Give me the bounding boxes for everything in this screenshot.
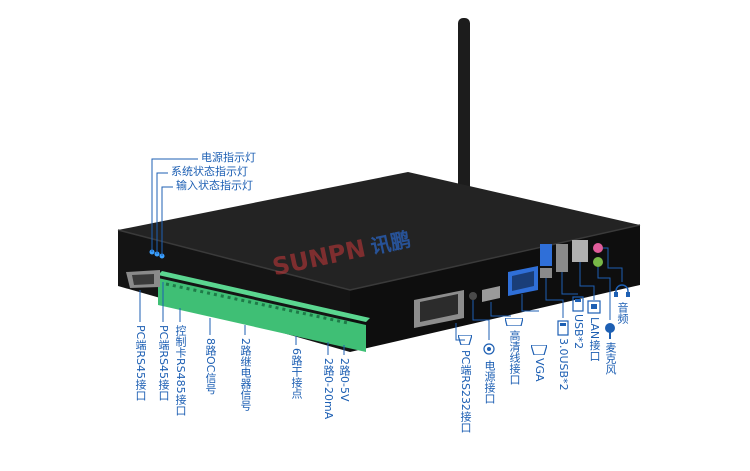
- serial-port-icon: [458, 335, 472, 345]
- left-serial-port: [126, 270, 160, 288]
- callout-vga: VGA: [533, 358, 546, 382]
- usb-icon: [572, 296, 584, 312]
- callout-input-led: 输入状态指示灯: [176, 179, 253, 192]
- callout-6-dry: 6路干接点: [290, 348, 303, 399]
- callout-power-led: 电源指示灯: [201, 151, 256, 164]
- lan-icon: [587, 300, 601, 314]
- callout-2-ma: 2路0-20mA: [322, 358, 335, 420]
- callout-power-jack: 电源接口: [483, 360, 496, 404]
- vga-icon: [531, 345, 547, 355]
- callout-usb3: 3.0USB*2: [557, 338, 570, 391]
- callout-control-rs485: 控制卡RS485接口: [174, 325, 187, 416]
- callout-hdmi: 高清线接口: [508, 330, 521, 385]
- callout-system-led: 系统状态指示灯: [171, 165, 248, 178]
- callout-pc-rs45-2: PC端RS45接口: [157, 325, 170, 401]
- hdmi-icon: [505, 318, 523, 326]
- callout-pc-rs232: PC端RS232接口: [459, 350, 472, 433]
- callout-pc-rs45-1: PC端RS45接口: [134, 325, 147, 401]
- device-top: [118, 172, 640, 290]
- callout-2-relay: 2路继电器信号: [239, 338, 252, 411]
- callout-lan: LAN接口: [588, 317, 601, 362]
- microphone-icon: [605, 323, 615, 339]
- terminal-block: [158, 271, 370, 352]
- callout-2-v: 2路0-5V: [338, 358, 351, 402]
- usb-icon: [557, 320, 569, 336]
- headphone-icon: [614, 284, 630, 297]
- power-jack-icon: [483, 343, 495, 355]
- callout-8-oc: 8路OC信号: [204, 338, 217, 395]
- callout-audio: 音频: [616, 302, 629, 324]
- callout-microphone: 麦克风: [604, 342, 617, 375]
- rear-ports: [414, 240, 603, 328]
- callout-usb2: USB*2: [572, 314, 585, 350]
